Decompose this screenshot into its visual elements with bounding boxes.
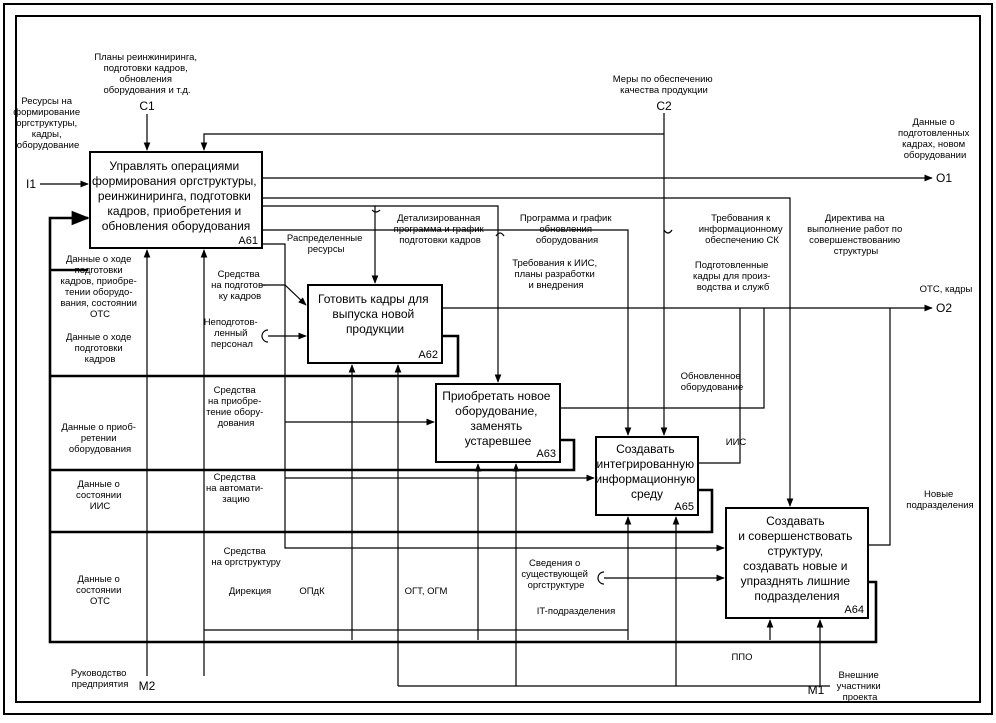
- port-o1: О1: [936, 171, 952, 185]
- label-iis-requirements: Требования к ИИС, планы разработки и вне…: [512, 258, 600, 291]
- a62-title: Готовить кадры для выпуска новой продукц…: [318, 292, 432, 336]
- label-funds-structure: Средства на оргструктуру: [211, 546, 281, 568]
- port-c1: С1: [139, 99, 155, 113]
- label-m2-management: Руководство предприятия: [71, 668, 129, 690]
- a63-title: Приобретать новое оборудование, заменять…: [442, 389, 554, 448]
- port-c2: С2: [656, 99, 672, 113]
- port-i1: I1: [26, 177, 36, 191]
- a64-id: А64: [844, 604, 864, 616]
- connector-arrows: [40, 113, 933, 687]
- activity-box-a62[interactable]: Готовить кадры для выпуска новой продукц…: [307, 284, 443, 364]
- label-feedback-training: Данные о ходе подготовки кадров: [66, 332, 134, 365]
- a62-id: А62: [418, 349, 438, 361]
- label-iis: ИИС: [726, 437, 747, 448]
- label-distributed-resources: Распределенные ресурсы: [287, 233, 365, 255]
- label-feedback-acquisition: Данные о приоб- ретении оборудования: [61, 422, 138, 455]
- label-directorate: Дирекция: [229, 586, 271, 597]
- label-trained-staff: Подготовленные кадры для произ- водства …: [693, 260, 773, 293]
- label-funds-automation: Средства на автомати- зацию: [206, 472, 266, 505]
- diagram-inner-frame: [15, 15, 981, 703]
- label-it-units: IT-подразделения: [537, 606, 616, 617]
- label-unprepared-staff: Неподготов- ленный персонал: [204, 317, 261, 350]
- label-o2-ots: ОТС, кадры: [920, 284, 973, 295]
- label-c1-plans: Планы реинжиниринга, подготовки кадров, …: [94, 52, 199, 96]
- activity-box-a64[interactable]: Создавать и совершенствовать структуру, …: [725, 507, 869, 619]
- label-new-units: Новые подразделения: [906, 489, 973, 511]
- diagram-frame: [3, 3, 993, 715]
- label-c2-quality: Меры по обеспечению качества продукции: [613, 74, 715, 96]
- label-opdk: ОПдК: [299, 586, 325, 597]
- label-funds-training: Средства на подготов- ку кадров: [211, 269, 269, 302]
- a64-title: Создавать и совершенствовать структуру, …: [738, 514, 856, 603]
- label-funds-equipment: Средства на приобре- тение обору- довани…: [206, 385, 266, 429]
- label-m1-external: Внешние участники проекта: [837, 670, 884, 703]
- a65-id: А65: [674, 501, 694, 513]
- label-i1-resources: Ресурсы на формирование оргструктуры, ка…: [13, 96, 83, 151]
- a61-title: Управлять операциями формирования оргстр…: [92, 159, 260, 233]
- label-feedback-ots-state: Данные о состоянии ОТС: [76, 574, 124, 607]
- label-o1-data: Данные о подготовленных кадрах, новом об…: [898, 117, 972, 161]
- a65-title: Создавать интегрированную информационную…: [595, 442, 698, 501]
- label-updated-equipment: Обновленное оборудование: [681, 371, 744, 393]
- label-detailed-program: Детализированная программа и график подг…: [394, 213, 487, 246]
- label-ppo: ППО: [731, 652, 752, 663]
- label-feedback-training-progress: Данные о ходе подготовки кадров, приобре…: [60, 254, 139, 320]
- port-m1: М1: [808, 683, 825, 697]
- label-ogt-ogm: ОГТ, ОГМ: [405, 586, 448, 597]
- label-requirements-sk: Требования к информационному обеспечению…: [699, 213, 786, 246]
- port-o2: О2: [936, 301, 952, 315]
- a63-id: А63: [536, 448, 556, 460]
- activity-box-a63[interactable]: Приобретать новое оборудование, заменять…: [435, 383, 561, 463]
- label-feedback-iis-state: Данные о состоянии ИИС: [76, 479, 124, 512]
- label-equipment-program: Программа и график обновления оборудован…: [520, 213, 614, 246]
- label-existing-structure: Сведения о существующей оргструктуре: [521, 558, 590, 591]
- port-m2: М2: [139, 679, 156, 693]
- a61-id: А61: [238, 235, 258, 247]
- activity-box-a61[interactable]: Управлять операциями формирования оргстр…: [89, 151, 263, 249]
- activity-box-a65[interactable]: Создавать интегрированную информационную…: [595, 436, 699, 516]
- label-directive: Директива на выполнение работ по соверше…: [807, 213, 905, 257]
